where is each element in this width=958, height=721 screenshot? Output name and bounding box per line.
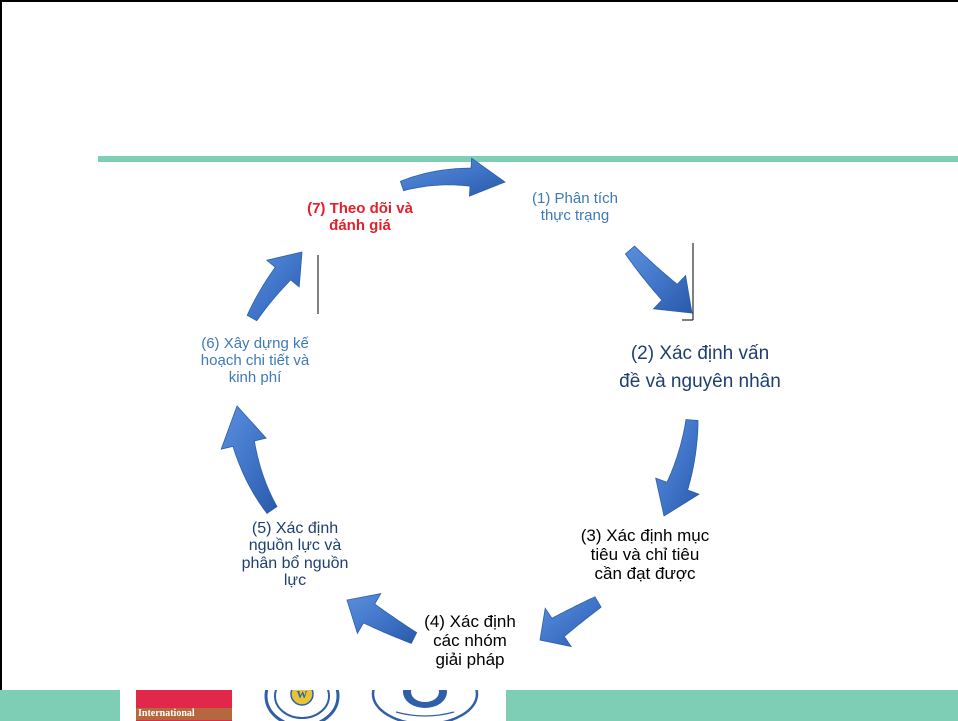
frame-top-border [0,0,958,2]
step-6-line-2: hoạch chi tiết và [200,351,310,369]
step-2-line-2: đề và nguyên nhân [619,370,781,392]
arrow-4-to-5 [346,593,418,644]
step-5-line-4: lực [283,571,307,589]
step-5-resources: (5) Xác định nguồn lực và phân bổ nguồn … [225,520,365,589]
arrow-6-to-7 [246,251,303,322]
arrow-1-to-2 [624,245,693,314]
step-6-line-1: (6) Xây dựng kế [201,335,309,352]
step-5-line-1: (5) Xác định [251,520,339,537]
arrow-5-to-6 [220,405,278,514]
step-7-line-1: (7) Theo dõi và [307,200,413,217]
step-5-line-3: phân bổ nguồn [241,554,349,572]
svg-text:W: W [297,690,308,701]
step-3-line-1: (3) Xác định mục [580,526,710,545]
step-4-line-3: giải pháp [435,650,505,670]
step-4-solution-groups: (4) Xác định các nhóm giải pháp [405,612,535,669]
footer-band-left [0,690,120,721]
arrow-2-to-3 [655,419,700,517]
step-4-line-2: các nhóm [433,631,507,651]
cycle-arrows [220,157,700,648]
step-3-set-objectives: (3) Xác định mục tiêu và chỉ tiêu cần đạ… [560,526,730,583]
step-3-line-3: cần đạt được [594,564,696,584]
arrow-3-to-4 [539,596,602,648]
arrow-7-to-1 [399,157,506,197]
step-6-line-3: kinh phí [228,368,282,386]
step-1-line-2: thực trạng [540,206,610,224]
header-divider [98,156,958,162]
step-5-line-2: nguồn lực và [248,537,342,555]
step-7-line-2: đánh giá [329,216,391,234]
step-6-detailed-plan: (6) Xây dựng kế hoạch chi tiết và kinh p… [180,335,330,386]
step-4-line-1: (4) Xác định [424,612,516,631]
international-logo: International [136,690,232,721]
step-7-monitoring: (7) Theo dõi và đánh giá [285,200,435,235]
step-2-line-1: (2) Xác định vấn [630,343,770,364]
step-1-analyze-situation: (1) Phân tích thực trạng [505,190,645,225]
step-3-line-2: tiêu và chỉ tiêu [590,545,700,565]
step-2-identify-problem: (2) Xác định vấn đề và nguyên nhân [585,340,815,395]
institute-seal-icon [371,690,479,721]
step-1-line-1: (1) Phân tích [532,190,618,207]
footer-band-right [506,690,958,721]
logo-text: International [136,708,232,720]
frame-left-border [0,0,2,690]
university-seal-icon: W [264,690,340,721]
